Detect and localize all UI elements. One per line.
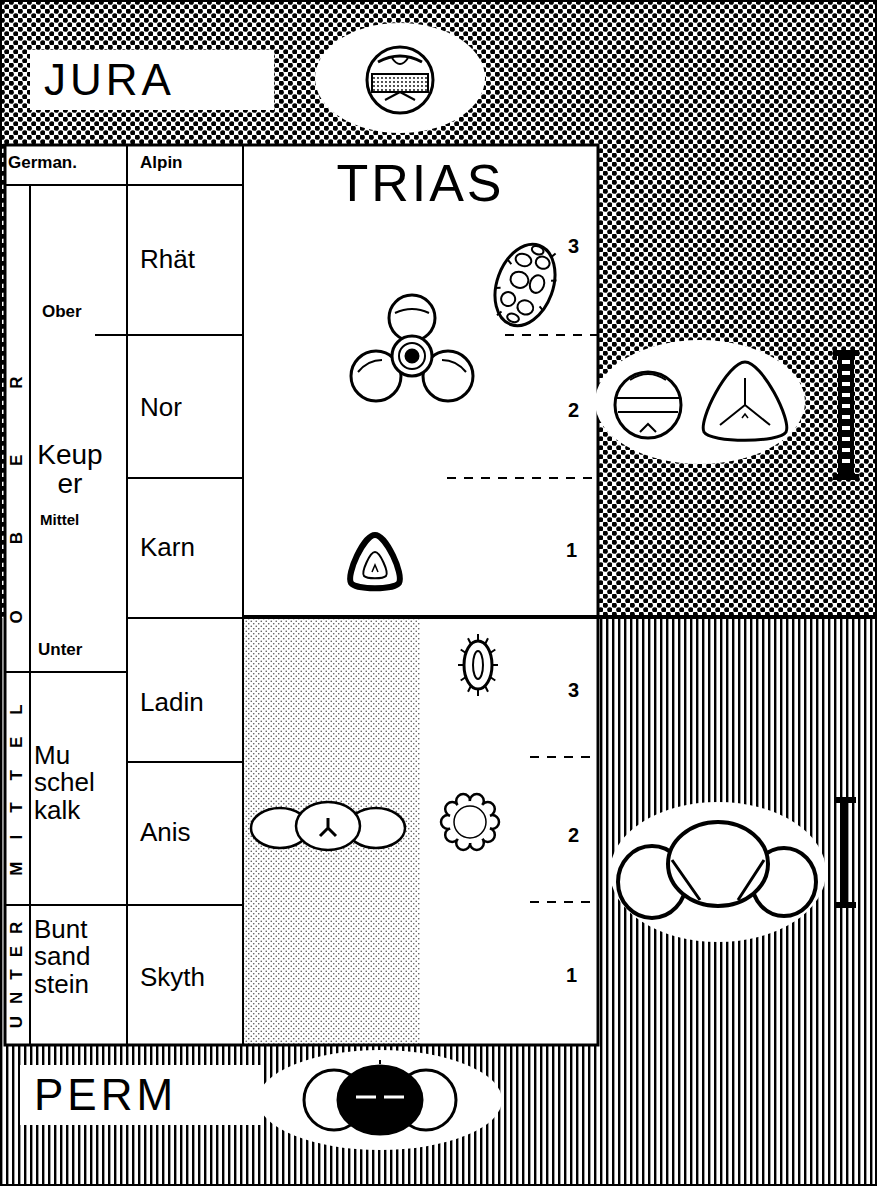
division-name: Ober <box>42 303 82 321</box>
stage-name: Anis <box>140 819 191 846</box>
stage-name: Nor <box>140 394 182 421</box>
division-name: Mittel <box>40 512 79 528</box>
period-name: PERM <box>20 1065 264 1125</box>
period-name: JURA <box>30 50 274 110</box>
zone-number: 3 <box>568 236 579 257</box>
formation-name: Keup er <box>34 440 106 499</box>
division-name: Unter <box>38 641 82 659</box>
zone-number: 2 <box>568 825 579 846</box>
stage-name: Skyth <box>140 964 205 991</box>
period-box: PERM <box>20 1065 264 1125</box>
zone-number: 3 <box>568 680 579 701</box>
period-name: TRIAS <box>243 153 598 213</box>
stage-name: Rhät <box>140 246 195 273</box>
series-name: OBER <box>8 310 26 689</box>
zone-number: 1 <box>566 540 577 561</box>
zone-number: 2 <box>568 400 579 421</box>
stage-name: Ladin <box>140 689 204 716</box>
formation-name: Bunt sand stein <box>34 916 108 998</box>
column-header: German. <box>8 154 77 172</box>
period-box: JURA <box>30 50 274 110</box>
column-header: Alpin <box>140 154 183 172</box>
series-name: MITTEL <box>8 682 26 897</box>
formation-name: Mu schel kalk <box>34 742 108 824</box>
series-name: UNTER <box>8 910 26 1041</box>
period-panel: TRIAS <box>5 145 598 1045</box>
stage-name: Karn <box>140 534 195 561</box>
zone-number: 1 <box>566 965 577 986</box>
